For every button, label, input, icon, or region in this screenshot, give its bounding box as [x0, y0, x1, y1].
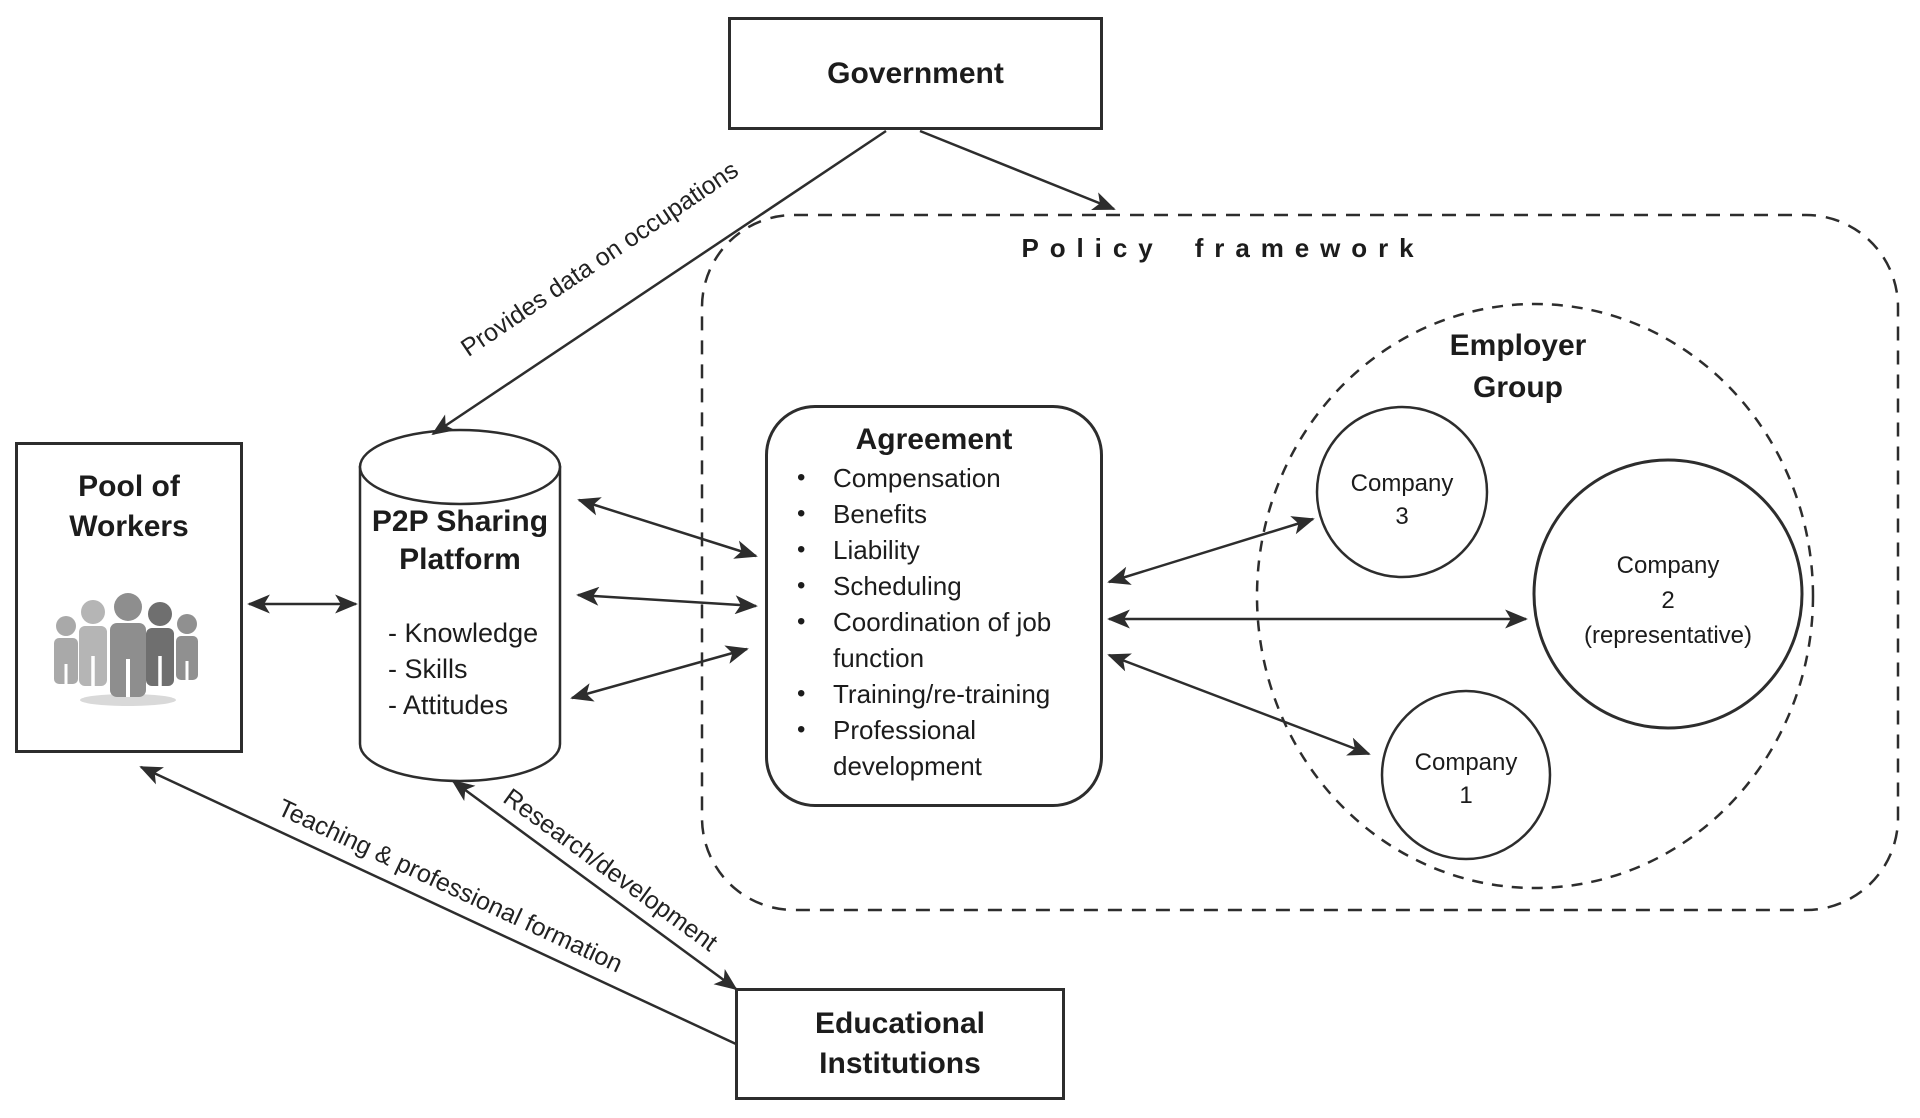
- company-2-line2: 2: [1661, 587, 1675, 614]
- p2p-item: - Knowledge: [388, 618, 539, 648]
- pool-of-workers-label: Pool of Workers: [15, 467, 243, 547]
- employer-group-boundary: [1255, 302, 1815, 890]
- p2p-title-line2: Platform: [399, 543, 521, 576]
- list-item: • Coordination of job function: [797, 604, 1089, 676]
- bullet-text: Coordination of job function: [833, 607, 1052, 673]
- edge-government-to-policy-framework: [919, 129, 1116, 211]
- bullet-dot: •: [797, 680, 806, 707]
- p2p-item: - Skills: [388, 654, 468, 684]
- government-label: Government: [827, 56, 1004, 90]
- company-2-circle: [1532, 458, 1804, 730]
- list-item: • Liability: [797, 532, 1089, 568]
- bullet-dot: •: [797, 500, 806, 527]
- agreement-title: Agreement: [855, 423, 1013, 456]
- p2p-platform-title: P2P Sharing Platform: [360, 503, 560, 579]
- company-1-circle: [1380, 689, 1552, 861]
- employer-group-line2: Group: [1473, 371, 1563, 404]
- bullet-text: Liability: [833, 535, 920, 565]
- edge-agreement-company-3: [1107, 516, 1315, 585]
- worker-icon: [110, 593, 146, 697]
- bullet-text: Scheduling: [833, 571, 962, 601]
- bullet-text: Compensation: [833, 463, 1001, 493]
- list-item: • Benefits: [797, 496, 1089, 532]
- company-2-label: Company 2 (representative): [1527, 548, 1809, 653]
- list-item: • Training/re-training: [797, 676, 1089, 712]
- edge-education-pool: [139, 765, 737, 1046]
- edge-platform-agreement-3: [570, 645, 749, 702]
- agreement-bullet-list: • Compensation • Benefits • Liability • …: [797, 460, 1089, 784]
- p2p-platform-cylinder: [358, 428, 562, 783]
- p2p-title-line1: P2P Sharing: [371, 505, 549, 538]
- list-item: • Compensation: [797, 460, 1089, 496]
- bullet-text: Benefits: [833, 499, 927, 529]
- p2p-item: - Attitudes: [388, 690, 509, 720]
- bullet-text: Training/re-training: [833, 679, 1051, 709]
- workers-group-icon: [54, 593, 198, 706]
- company-1-label: Company 1: [1381, 746, 1551, 812]
- pool-of-workers-node: [15, 442, 243, 753]
- bullet-text: Professional development: [833, 715, 982, 781]
- company-3-line1: Company: [1350, 470, 1454, 497]
- company-2-line3: (representative): [1583, 622, 1753, 649]
- worker-icon: [176, 614, 198, 680]
- edu-label-line2: Institutions: [819, 1047, 981, 1080]
- edge-government-to-platform: [431, 129, 887, 436]
- pool-label-line2: Workers: [69, 510, 189, 543]
- list-item: • Scheduling: [797, 568, 1089, 604]
- worker-icon: [79, 600, 107, 686]
- employer-group-label: Employer Group: [1378, 325, 1658, 409]
- company-1-line1: Company: [1414, 749, 1518, 776]
- worker-icon: [54, 616, 78, 684]
- list-item: • Professional development: [797, 712, 1089, 784]
- bullet-dot: •: [797, 716, 806, 743]
- bullet-dot: •: [797, 536, 806, 563]
- edge-education-platform: [451, 779, 738, 991]
- company-3-line2: 3: [1395, 503, 1409, 530]
- worker-icon: [146, 602, 174, 686]
- educational-institutions-node: Educational Institutions: [735, 988, 1065, 1100]
- company-3-circle: [1315, 405, 1489, 579]
- employer-group-line1: Employer: [1449, 329, 1587, 362]
- agreement-node: [765, 405, 1103, 807]
- edge-platform-agreement-2: [576, 586, 758, 615]
- workers-shadow: [80, 694, 176, 706]
- company-1-line2: 1: [1459, 782, 1473, 809]
- cylinder-top: [358, 428, 562, 506]
- policy-framework-label: Policy framework: [1021, 233, 1425, 263]
- edu-label-line1: Educational: [814, 1007, 986, 1040]
- policy-framework-boundary: [700, 213, 1900, 912]
- edge-platform-agreement-1: [577, 497, 758, 559]
- bullet-dot: •: [797, 464, 806, 491]
- p2p-platform-items: - Knowledge - Skills - Attitudes: [388, 615, 538, 723]
- pool-label-line1: Pool of: [78, 470, 180, 503]
- government-node: Government: [728, 17, 1103, 130]
- bullet-dot: •: [797, 608, 806, 635]
- edge-agreement-company-1: [1107, 653, 1371, 756]
- company-2-line1: Company: [1616, 552, 1720, 579]
- company-3-label: Company 3: [1317, 467, 1487, 533]
- bullet-dot: •: [797, 572, 806, 599]
